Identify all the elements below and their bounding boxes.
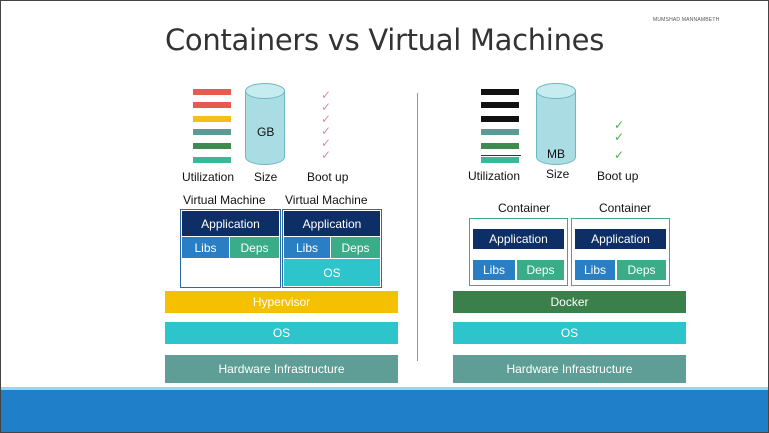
container-bootup-checks: ✓ ✓ ✓ <box>614 119 624 161</box>
vm-size-unit: GB <box>257 125 275 139</box>
libs-block: Libs <box>575 260 615 280</box>
vm-bootup-checks: ✓ ✓ ✓ ✓ ✓ ✓ <box>321 89 331 161</box>
utilization-bar <box>481 157 519 163</box>
vm-hardware-layer: Hardware Infrastructure <box>165 355 398 383</box>
footer-accent-line <box>1 387 768 390</box>
strike-line <box>481 155 521 156</box>
check-icon: ✓ <box>614 130 625 144</box>
application-block: Application <box>575 229 666 249</box>
check-icon: ✓ <box>321 88 332 102</box>
utilization-bar <box>193 129 231 135</box>
application-block: Application <box>284 211 380 236</box>
check-icon: ✓ <box>321 124 332 138</box>
container-os-layer: OS <box>453 322 686 344</box>
application-block: Application <box>473 229 564 249</box>
libs-block: Libs <box>284 237 330 258</box>
utilization-bar <box>481 89 519 95</box>
check-icon: ✓ <box>321 148 332 162</box>
utilization-bar <box>481 129 519 135</box>
section-divider <box>417 93 418 361</box>
utilization-bar <box>481 143 519 149</box>
check-icon: ✓ <box>321 100 332 114</box>
guest-os-block: OS <box>284 259 380 286</box>
libs-block: Libs <box>182 237 229 258</box>
check-icon: ✓ <box>321 136 332 150</box>
slide-title: Containers vs Virtual Machines <box>164 23 604 57</box>
container-size-unit: MB <box>547 147 565 161</box>
libs-block: Libs <box>473 260 515 280</box>
vm-size-cylinder <box>245 83 285 165</box>
utilization-bar <box>481 102 519 108</box>
footer-band <box>1 390 768 432</box>
vm-utilization-label: Utilization <box>182 170 235 184</box>
deps-block: Deps <box>517 260 564 280</box>
deps-block: Deps <box>331 237 380 258</box>
vm-bootup-label: Boot up <box>307 170 349 184</box>
container-label: Container <box>599 201 652 215</box>
container-size-label: Size <box>546 167 570 181</box>
utilization-bar <box>193 116 231 122</box>
virtual-machine-2: Application Libs Deps OS <box>282 209 382 288</box>
container-1: Application Libs Deps <box>469 218 568 286</box>
virtual-machine-1: Application Libs Deps <box>180 209 281 288</box>
vm-label: Virtual Machine <box>183 193 266 207</box>
check-icon: ✓ <box>614 148 625 162</box>
docker-layer: Docker <box>453 291 686 313</box>
utilization-bar <box>193 102 231 108</box>
author-credit: MUMSHAD MANNAMBETH <box>653 17 720 23</box>
vm-size-label: Size <box>254 170 278 184</box>
check-icon: ✓ <box>321 112 332 126</box>
utilization-bar <box>481 116 519 122</box>
deps-block: Deps <box>617 260 666 280</box>
deps-block: Deps <box>230 237 279 258</box>
container-bootup-label: Boot up <box>597 169 639 183</box>
application-block: Application <box>182 211 279 236</box>
utilization-bar <box>193 157 231 163</box>
vm-os-layer: OS <box>165 322 398 344</box>
utilization-bar <box>193 89 231 95</box>
vm-label: Virtual Machine <box>285 193 368 207</box>
check-icon: ✓ <box>614 118 625 132</box>
container-utilization-label: Utilization <box>468 169 521 183</box>
container-size-cylinder <box>536 83 576 165</box>
container-2: Application Libs Deps <box>571 218 670 286</box>
container-label: Container <box>498 201 551 215</box>
container-hardware-layer: Hardware Infrastructure <box>453 355 686 383</box>
utilization-bar <box>193 143 231 149</box>
hypervisor-layer: Hypervisor <box>165 291 398 313</box>
